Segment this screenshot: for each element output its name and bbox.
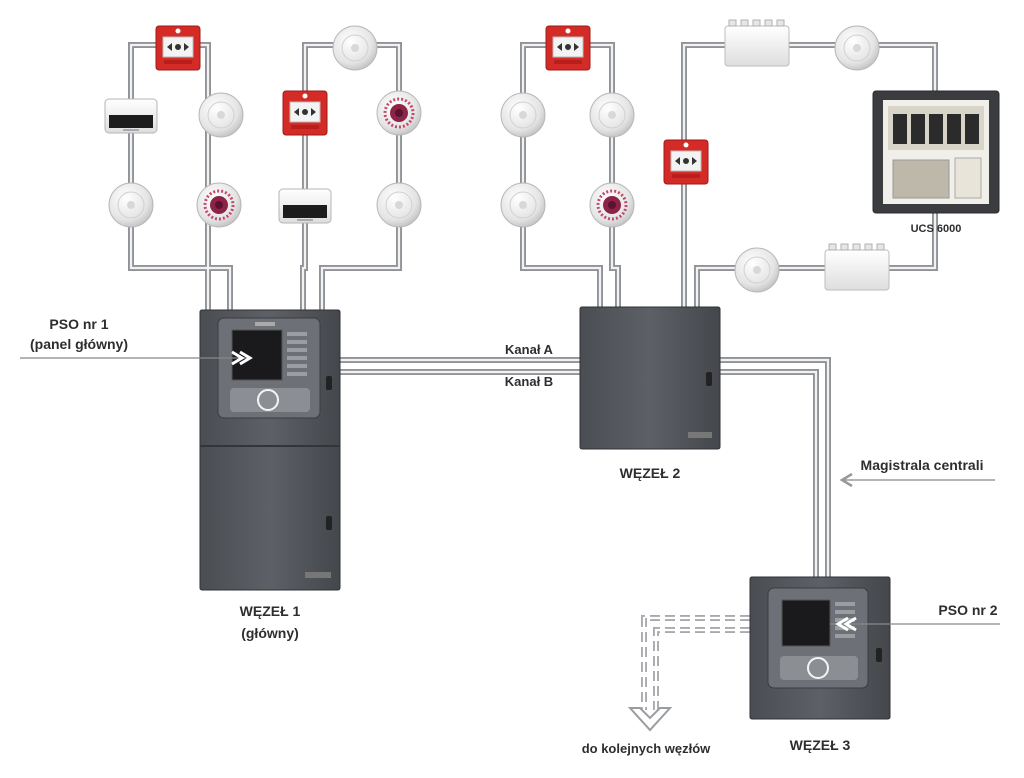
manual-call-point-icon [282,90,328,136]
manual-call-point-icon [663,139,709,185]
node-1-cabinet[interactable] [199,309,341,591]
smoke-detector-icon [500,182,546,228]
manual-call-point-icon [155,25,201,71]
manual-call-point-icon [545,25,591,71]
node2-label: WĘZEŁ 2 [620,465,681,481]
node-3-cabinet[interactable] [749,576,891,720]
junction-box-icon [824,243,890,291]
smoke-detector-icon [589,92,635,138]
smoke-detector-icon [108,182,154,228]
node1-label-line2: (główny) [241,625,299,641]
node-2-cabinet[interactable] [579,306,721,450]
field-devices [104,19,890,293]
ucs-label: UCS 6000 [911,223,962,235]
smoke-detector-icon [500,92,546,138]
beam-detector-icon [104,98,158,134]
pso1-label-line1: PSO nr 1 [49,316,108,332]
kanal-a-label: Kanał A [505,342,554,357]
smoke-detector-icon [734,247,780,293]
smoke-detector-icon [834,25,880,71]
kanal-b-label: Kanał B [505,374,553,389]
node1-label-line1: WĘZEŁ 1 [240,603,301,619]
smoke-detector-icon [332,25,378,71]
callout-lines [20,350,1000,732]
ucs-6000-unit [872,90,1000,214]
labels: PSO nr 1 (panel główny) Kanał A Kanał B … [30,223,998,756]
pso2-label: PSO nr 2 [938,602,997,618]
pso1-label-line2: (panel główny) [30,336,128,352]
beam-detector-icon [278,188,332,224]
magistrala-label: Magistrala centrali [861,457,984,473]
sounder-icon [375,89,423,137]
sounder-icon [588,181,636,229]
next-nodes-label: do kolejnych węzłów [582,741,711,756]
junction-box-icon [724,19,790,67]
sounder-icon [195,181,243,229]
node3-label: WĘZEŁ 3 [790,737,851,753]
smoke-detector-icon [376,182,422,228]
smoke-detector-icon [198,92,244,138]
